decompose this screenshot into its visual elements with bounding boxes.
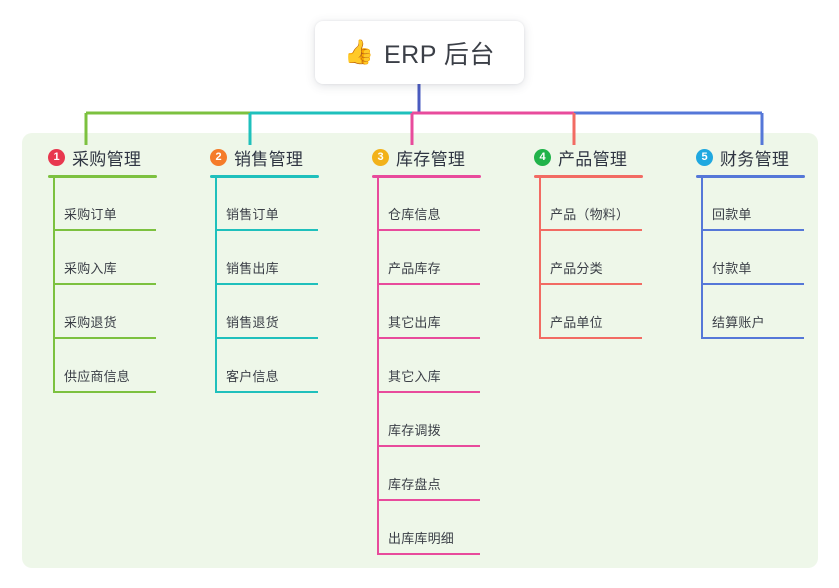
column-header-rule-4	[534, 175, 643, 178]
leaf-label: 销售出库	[226, 261, 279, 276]
content-panel	[22, 133, 818, 568]
leaf-rule	[53, 337, 156, 339]
column-header-1[interactable]: 1 采购管理	[34, 145, 141, 169]
leaf-node[interactable]: 付款单	[701, 231, 804, 285]
column-badge-1: 1	[48, 148, 65, 166]
column-badge-2: 2	[210, 148, 227, 166]
leaf-rule	[215, 283, 318, 285]
leaf-rule	[701, 283, 804, 285]
column-header-rule-5	[696, 175, 805, 178]
leaf-node[interactable]: 其它入库	[377, 339, 480, 393]
column-spine-5	[701, 177, 703, 339]
leaf-rule	[215, 229, 318, 231]
leaf-label: 产品库存	[388, 261, 441, 276]
leaf-node[interactable]: 产品（物料）	[539, 177, 642, 231]
leaf-node[interactable]: 其它出库	[377, 285, 480, 339]
column-spine-3	[377, 177, 379, 555]
leaf-node[interactable]: 采购退货	[53, 285, 156, 339]
leaf-label: 采购订单	[64, 207, 117, 222]
column-3: 3 库存管理仓库信息产品库存其它出库其它入库库存调拨库存盘点出库库明细	[358, 145, 481, 555]
leaf-rule	[215, 337, 318, 339]
column-header-4[interactable]: 4 产品管理	[520, 145, 627, 169]
column-header-3[interactable]: 3 库存管理	[358, 145, 465, 169]
column-1: 1 采购管理采购订单采购入库采购退货供应商信息	[34, 145, 157, 393]
leaf-node[interactable]: 客户信息	[215, 339, 318, 393]
leaf-node[interactable]: 供应商信息	[53, 339, 156, 393]
leaf-rule	[377, 283, 480, 285]
leaf-label: 库存调拨	[388, 423, 441, 438]
leaf-label: 其它入库	[388, 369, 441, 384]
leaf-rule	[539, 229, 642, 231]
leaf-label: 销售退货	[226, 315, 279, 330]
leaf-node[interactable]: 销售出库	[215, 231, 318, 285]
leaf-rule	[377, 391, 480, 393]
column-title-3: 库存管理	[396, 149, 466, 169]
leaf-rule	[215, 391, 318, 393]
leaf-rule	[53, 229, 156, 231]
leaf-label: 采购入库	[64, 261, 117, 276]
leaf-label: 其它出库	[388, 315, 441, 330]
leaf-label: 销售订单	[226, 207, 279, 222]
column-badge-3: 3	[372, 148, 389, 166]
leaf-label: 付款单	[712, 261, 752, 276]
leaf-node[interactable]: 采购入库	[53, 231, 156, 285]
leaf-node[interactable]: 产品库存	[377, 231, 480, 285]
leaf-label: 结算账户	[712, 315, 765, 330]
leaf-label: 采购退货	[64, 315, 117, 330]
leaf-label: 库存盘点	[388, 477, 441, 492]
column-spine-4	[539, 177, 541, 339]
leaf-rule	[539, 283, 642, 285]
page-title: ERP 后台	[383, 40, 495, 69]
root-node[interactable]: 👍 ERP 后台	[315, 21, 524, 84]
leaf-node[interactable]: 产品单位	[539, 285, 642, 339]
column-5: 5 财务管理回款单付款单结算账户	[682, 145, 805, 339]
thumbs-up-icon: 👍	[344, 38, 374, 66]
column-2: 2 销售管理销售订单销售出库销售退货客户信息	[196, 145, 319, 393]
column-4: 4 产品管理产品（物料） 产品分类产品单位	[520, 145, 643, 339]
leaf-node[interactable]: 销售订单	[215, 177, 318, 231]
leaf-rule	[377, 499, 480, 501]
leaf-rule	[701, 337, 804, 339]
column-header-5[interactable]: 5 财务管理	[682, 145, 789, 169]
leaf-label: 产品（物料）	[550, 207, 630, 222]
leaf-rule	[377, 553, 480, 555]
column-badge-5: 5	[696, 148, 713, 166]
column-title-2: 销售管理	[234, 149, 304, 169]
leaf-label: 仓库信息	[388, 207, 441, 222]
column-header-2[interactable]: 2 销售管理	[196, 145, 303, 169]
leaf-node[interactable]: 采购订单	[53, 177, 156, 231]
leaf-node[interactable]: 回款单	[701, 177, 804, 231]
leaf-rule	[53, 283, 156, 285]
leaf-rule	[53, 391, 156, 393]
leaf-label: 出库库明细	[388, 531, 455, 546]
leaf-node[interactable]: 出库库明细	[377, 501, 480, 555]
leaf-node[interactable]: 仓库信息	[377, 177, 480, 231]
leaf-label: 供应商信息	[64, 369, 131, 384]
column-header-rule-1	[48, 175, 157, 178]
column-title-5: 财务管理	[720, 149, 790, 169]
leaf-node[interactable]: 库存调拨	[377, 393, 480, 447]
leaf-rule	[701, 229, 804, 231]
leaf-label: 产品分类	[550, 261, 603, 276]
column-header-rule-2	[210, 175, 319, 178]
leaf-rule	[377, 229, 480, 231]
leaf-node[interactable]: 结算账户	[701, 285, 804, 339]
leaf-rule	[377, 337, 480, 339]
column-spine-2	[215, 177, 217, 393]
column-spine-1	[53, 177, 55, 393]
leaf-label: 产品单位	[550, 315, 603, 330]
leaf-node[interactable]: 库存盘点	[377, 447, 480, 501]
leaf-node[interactable]: 产品分类	[539, 231, 642, 285]
leaf-rule	[377, 445, 480, 447]
column-title-1: 采购管理	[72, 149, 142, 169]
leaf-node[interactable]: 销售退货	[215, 285, 318, 339]
leaf-label: 客户信息	[226, 369, 279, 384]
leaf-rule	[539, 337, 642, 339]
column-title-4: 产品管理	[558, 149, 628, 169]
column-badge-4: 4	[534, 148, 551, 166]
leaf-label: 回款单	[712, 207, 752, 222]
column-header-rule-3	[372, 175, 481, 178]
